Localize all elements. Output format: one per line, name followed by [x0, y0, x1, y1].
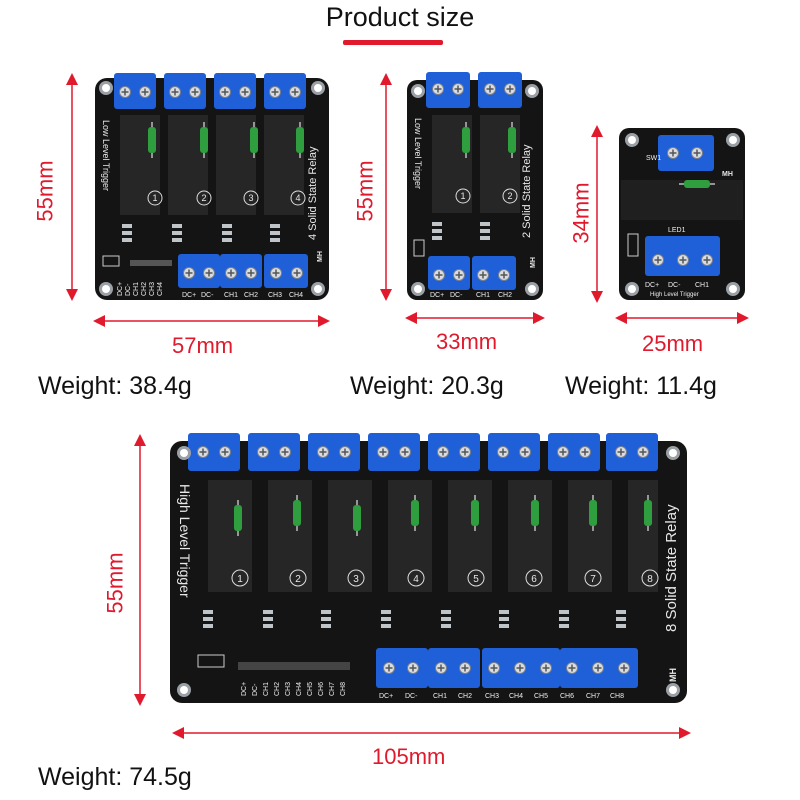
eight-bottom-label: CH7 — [586, 693, 600, 700]
one-bottom-label: DC- — [668, 282, 681, 289]
four-bottom-label: CH2 — [244, 292, 258, 299]
eight-bottom-label: CH8 — [610, 693, 624, 700]
one-brand-mark: MH — [722, 171, 733, 178]
eight-pin-label: CH6 — [318, 682, 325, 696]
one-switch-label: SW1 — [646, 155, 661, 162]
eight-channel-number: 2 — [295, 574, 301, 585]
two-bottom-label: DC- — [450, 292, 463, 299]
eight-bottom-label: CH3 — [485, 693, 499, 700]
eight-pin-label: CH2 — [274, 682, 281, 696]
one-weight: Weight: 11.4g — [565, 372, 717, 400]
eight-channel-number: 8 — [647, 574, 653, 585]
two-channel-board: 1 2 2 Solid State Relay Low Level Trigge… — [407, 72, 543, 300]
eight-bottom-label: CH2 — [458, 693, 472, 700]
four-pin-label: DC- — [125, 283, 132, 296]
four-channel-number: 1 — [152, 193, 157, 203]
four-board-trigger: Low Level Trigger — [101, 120, 111, 191]
eight-bottom-label: DC- — [405, 693, 418, 700]
two-board-name: 2 Solid State Relay — [521, 144, 533, 238]
four-pin-label: CH4 — [157, 282, 164, 296]
four-pin-label: CH2 — [141, 282, 148, 296]
eight-pin-label: CH4 — [296, 682, 303, 696]
two-brand-mark: MH — [530, 257, 537, 268]
eight-channel-number: 4 — [413, 574, 419, 585]
four-board-name: 4 Solid State Relay — [307, 146, 319, 240]
two-width-label: 33mm — [436, 329, 498, 354]
four-bottom-label: DC- — [201, 292, 214, 299]
eight-channel-number: 5 — [473, 574, 479, 585]
two-weight: Weight: 20.3g — [350, 372, 504, 400]
four-bottom-label: CH1 — [224, 292, 238, 299]
two-channel-number: 2 — [507, 191, 512, 201]
one-board-trigger: High Level Trigger — [650, 292, 699, 298]
eight-channel-number: 7 — [590, 574, 596, 585]
eight-channel-number: 6 — [531, 574, 537, 585]
one-channel-board: SW1 LED1 DC+ DC- CH1 High Level Trigger … — [619, 128, 745, 300]
four-pin-label: DC+ — [117, 282, 124, 296]
eight-bottom-label: CH5 — [534, 693, 548, 700]
eight-brand-mark: MH — [668, 668, 678, 682]
eight-channel-board: 1 2 3 4 5 6 7 8 8 Solid State Relay High… — [170, 433, 687, 703]
eight-width-label: 105mm — [372, 744, 446, 769]
eight-pin-label: CH3 — [285, 682, 292, 696]
eight-board-name: 8 Solid State Relay — [663, 504, 680, 632]
four-bottom-label: DC+ — [182, 292, 196, 299]
eight-channel-number: 3 — [353, 574, 359, 585]
four-pin-label: CH1 — [133, 282, 140, 296]
two-channel-number: 1 — [460, 191, 465, 201]
two-board-trigger: Low Level Trigger — [413, 118, 423, 189]
four-pin-label: CH3 — [149, 282, 156, 296]
two-bottom-label: DC+ — [430, 292, 444, 299]
page-title: Product size — [325, 2, 475, 32]
eight-pin-label: CH5 — [307, 682, 314, 696]
eight-bottom-label: CH6 — [560, 693, 574, 700]
eight-pin-label: DC- — [252, 683, 259, 696]
four-bottom-label: CH3 — [268, 292, 282, 299]
eight-weight: Weight: 74.5g — [38, 763, 192, 791]
one-bottom-label: DC+ — [645, 282, 659, 289]
four-channel-board: 1 2 3 4 4 Solid State Relay Low Level Tr… — [95, 73, 329, 300]
eight-bottom-label: DC+ — [379, 693, 393, 700]
two-bottom-label: CH2 — [498, 292, 512, 299]
four-weight: Weight: 38.4g — [38, 372, 192, 400]
eight-pin-label: CH1 — [263, 682, 270, 696]
one-led-label: LED1 — [668, 227, 686, 234]
four-channel-number: 2 — [201, 193, 206, 203]
eight-pin-label: CH8 — [340, 682, 347, 696]
one-width-label: 25mm — [642, 331, 704, 356]
four-brand-mark: MH — [317, 251, 324, 262]
eight-pin-label: CH7 — [329, 682, 336, 696]
four-channel-number: 4 — [295, 193, 300, 203]
eight-bottom-label: CH1 — [433, 693, 447, 700]
four-bottom-label: CH4 — [289, 292, 303, 299]
four-width-label: 57mm — [172, 333, 234, 358]
one-bottom-label: CH1 — [695, 282, 709, 289]
eight-board-trigger: High Level Trigger — [177, 484, 193, 598]
eight-channel-number: 1 — [237, 574, 243, 585]
eight-bottom-label: CH4 — [509, 693, 523, 700]
four-channel-number: 3 — [248, 193, 253, 203]
two-bottom-label: CH1 — [476, 292, 490, 299]
eight-pin-label: DC+ — [241, 682, 248, 696]
title-underline — [343, 40, 443, 45]
